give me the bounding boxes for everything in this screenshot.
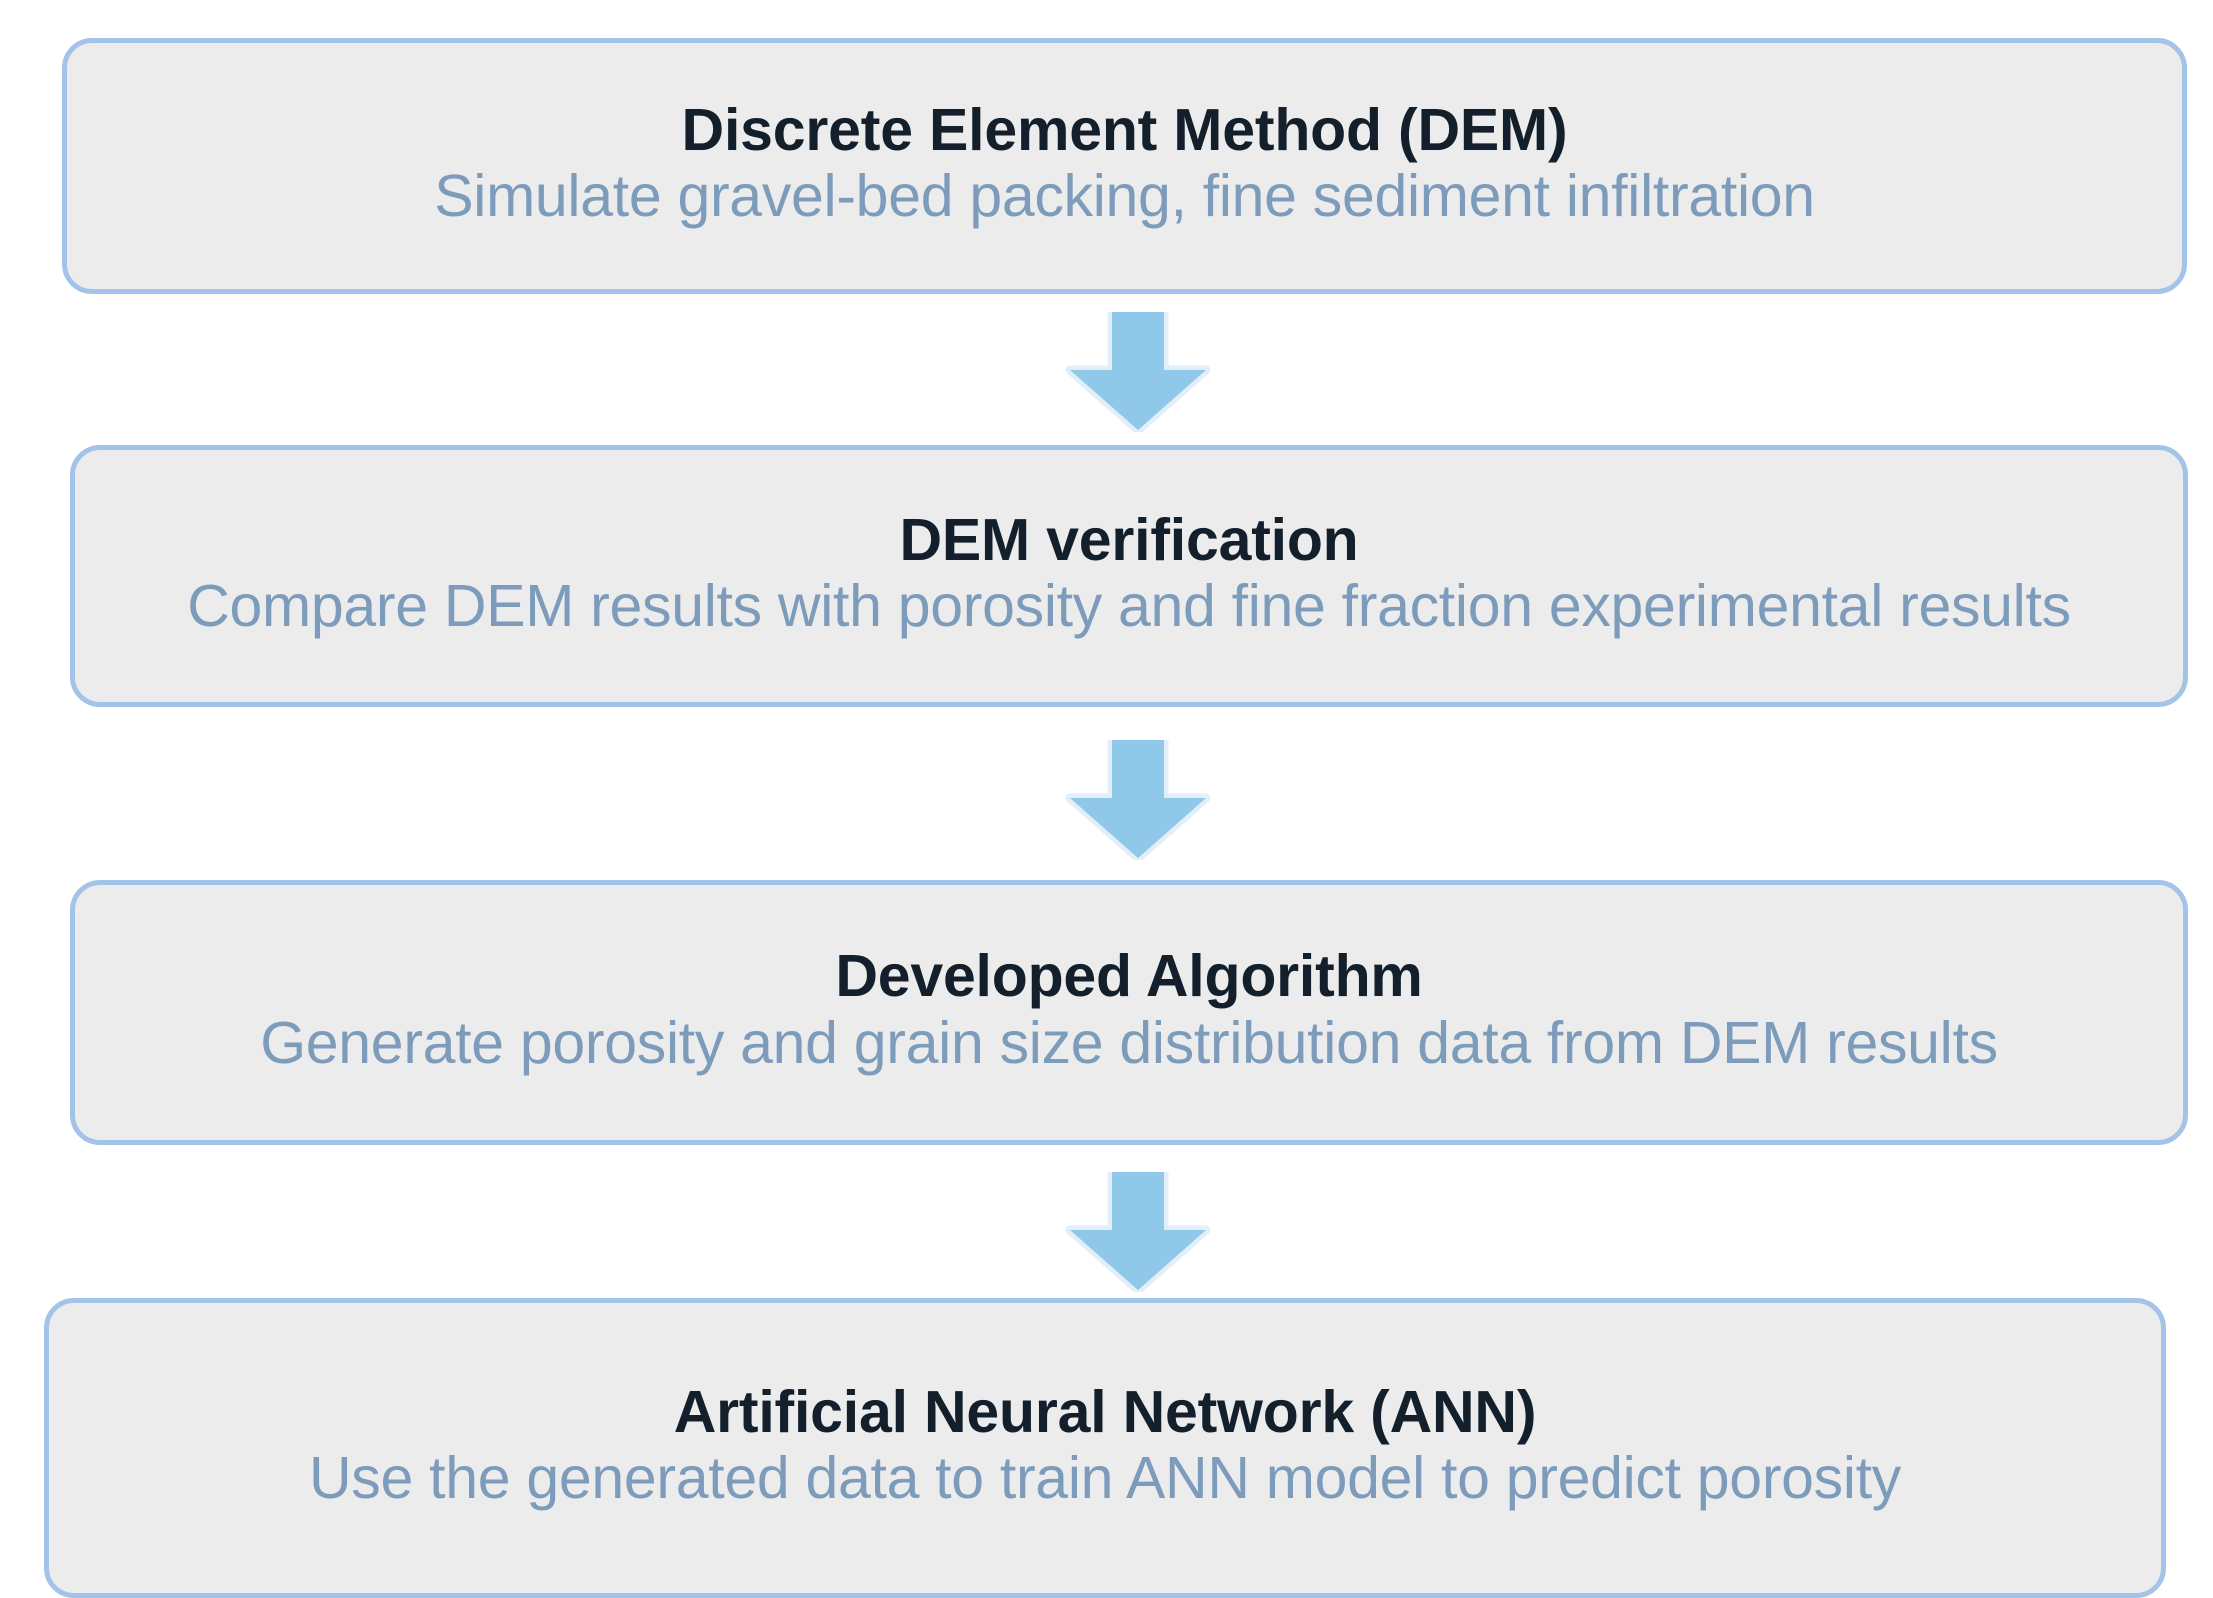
flow-node-description: Generate porosity and grain size distrib… xyxy=(260,1009,1998,1076)
flow-node-description: Compare DEM results with porosity and fi… xyxy=(187,573,2071,640)
flow-node-dem-verification[interactable]: DEM verification Compare DEM results wit… xyxy=(70,445,2188,707)
down-arrow-icon xyxy=(1054,1172,1222,1292)
flow-node-title: Developed Algorithm xyxy=(835,943,1423,1010)
flow-node-title: Artificial Neural Network (ANN) xyxy=(673,1378,1537,1445)
flow-node-description: Use the generated data to train ANN mode… xyxy=(309,1445,1901,1512)
down-arrow-icon xyxy=(1054,740,1222,860)
flow-node-title: DEM verification xyxy=(899,506,1359,573)
down-arrow-icon xyxy=(1054,312,1222,432)
flow-node-dem[interactable]: Discrete Element Method (DEM) Simulate g… xyxy=(62,38,2187,294)
flow-node-developed-algorithm[interactable]: Developed Algorithm Generate porosity an… xyxy=(70,880,2188,1145)
flow-node-title: Discrete Element Method (DEM) xyxy=(681,96,1568,163)
flow-node-ann[interactable]: Artificial Neural Network (ANN) Use the … xyxy=(44,1298,2166,1598)
flow-node-description: Simulate gravel-bed packing, fine sedime… xyxy=(434,163,1815,230)
